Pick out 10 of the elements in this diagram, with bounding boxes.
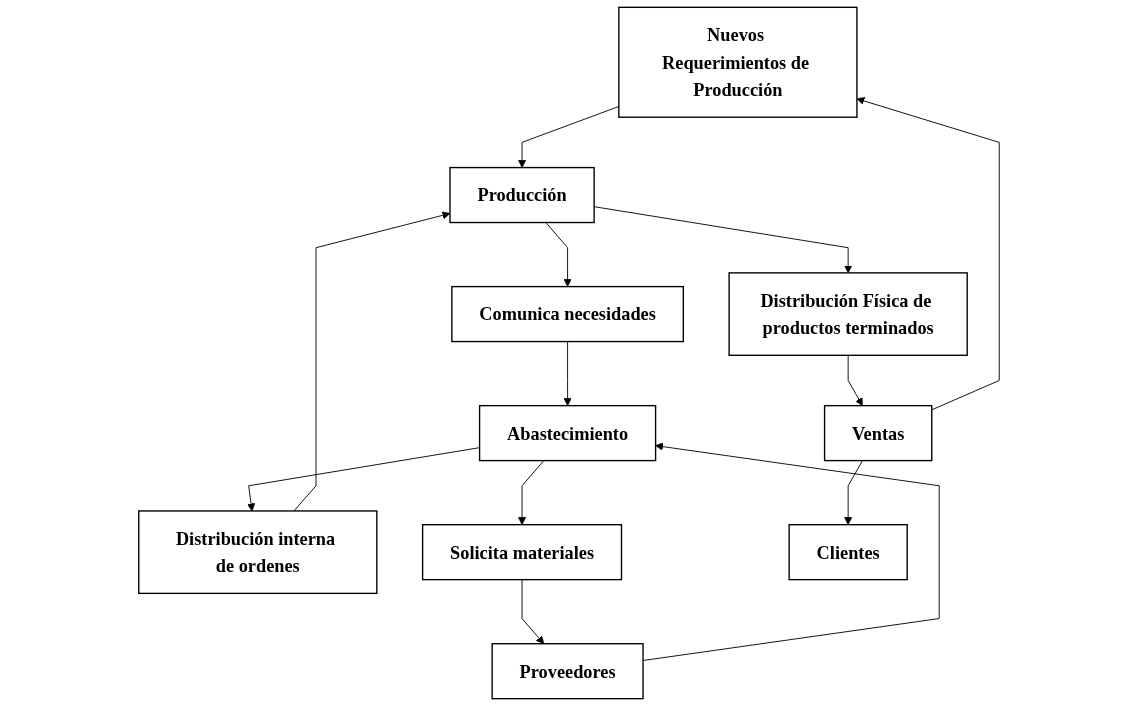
node-box: Ventas xyxy=(823,404,933,462)
node-box: Solicita materiales xyxy=(421,524,623,581)
node-box: Nuevos Requerimientos de Producción xyxy=(618,6,858,118)
node-box: Comunica necesidades xyxy=(451,285,684,343)
node-box: Clientes xyxy=(788,524,908,581)
node-box: Proveedores xyxy=(491,643,644,700)
node-box: Distribución Física de productos terminados xyxy=(728,272,968,356)
node-box: Producción xyxy=(449,166,595,224)
node-box: Abastecimiento xyxy=(478,404,657,462)
node-box: Distribución interna de ordenes xyxy=(138,510,378,595)
